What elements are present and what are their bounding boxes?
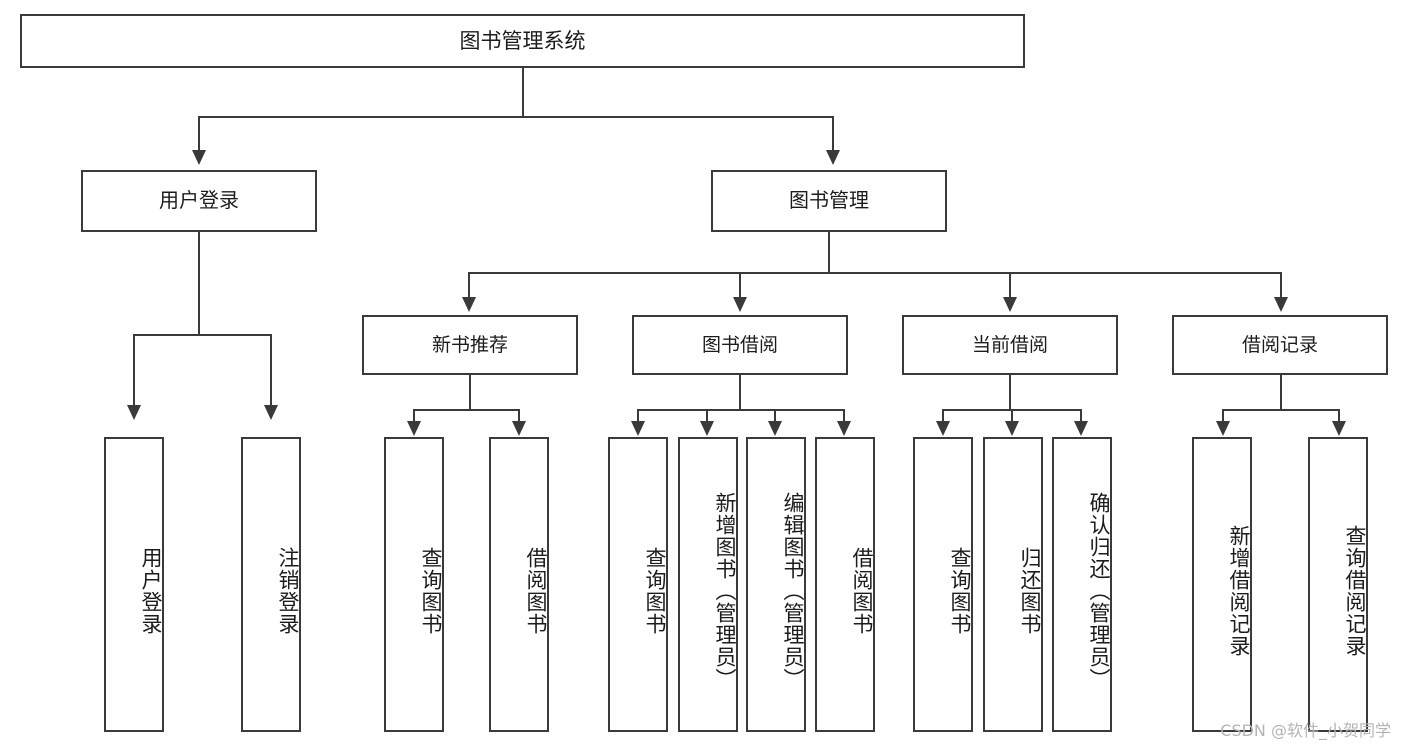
node-label: 当前借阅 bbox=[971, 333, 1048, 356]
connector-borrow-record-bus bbox=[1222, 409, 1338, 411]
leaf-book-borrow-edit-book-admin[interactable]: 编辑图书（管理员） bbox=[746, 437, 806, 732]
connector-bb-to-leaf-3 bbox=[774, 409, 776, 423]
node-new-book-recommend[interactable]: 新书推荐 bbox=[362, 315, 578, 375]
connector-bm-to-borrow-record bbox=[1280, 272, 1282, 299]
node-user-login[interactable]: 用户登录 bbox=[81, 170, 317, 232]
connector-nb-to-leaf-1 bbox=[413, 409, 415, 423]
leaf-book-borrow-query-book[interactable]: 查询图书 bbox=[608, 437, 668, 732]
node-label: 注销登录 bbox=[276, 546, 300, 635]
node-current-borrow[interactable]: 当前借阅 bbox=[902, 315, 1118, 375]
arrowhead-bm-to-new-book bbox=[462, 297, 476, 312]
connector-new-book-bus bbox=[413, 409, 518, 411]
connector-bm-to-new-book bbox=[468, 272, 470, 299]
node-label: 用户登录 bbox=[159, 188, 239, 213]
connector-current-borrow-stem bbox=[1009, 375, 1011, 411]
arrowhead-br-to-leaf-2 bbox=[1332, 421, 1346, 436]
connector-root-to-book-management bbox=[832, 116, 834, 153]
leaf-user-login-login[interactable]: 用户登录 bbox=[104, 437, 164, 732]
connector-new-book-stem bbox=[469, 375, 471, 411]
connector-user-login-stem bbox=[198, 232, 200, 336]
node-label: 图书管理 bbox=[789, 188, 869, 213]
arrowhead-bb-to-leaf-2 bbox=[700, 421, 714, 436]
connector-root-to-user-login bbox=[198, 116, 200, 153]
connector-borrow-record-stem bbox=[1280, 375, 1282, 411]
connector-book-borrow-stem bbox=[739, 375, 741, 411]
leaf-current-borrow-query-book[interactable]: 查询图书 bbox=[913, 437, 973, 732]
node-label: 查询图书 bbox=[643, 546, 667, 635]
connector-user-login-to-leaf-1 bbox=[133, 334, 135, 407]
node-book-management[interactable]: 图书管理 bbox=[711, 170, 947, 232]
node-label: 新增借阅记录 bbox=[1227, 524, 1251, 657]
node-label: 归还图书 bbox=[1018, 546, 1042, 635]
connector-bb-to-leaf-4 bbox=[843, 409, 845, 423]
node-borrow-record[interactable]: 借阅记录 bbox=[1172, 315, 1388, 375]
node-label: 用户登录 bbox=[139, 546, 163, 635]
connector-cb-to-leaf-1 bbox=[942, 409, 944, 423]
connector-book-management-stem bbox=[828, 232, 830, 274]
node-label: 确认归还（管理员） bbox=[1087, 491, 1111, 690]
connector-bb-to-leaf-1 bbox=[637, 409, 639, 423]
arrowhead-bb-to-leaf-3 bbox=[768, 421, 782, 436]
arrowhead-bb-to-leaf-4 bbox=[837, 421, 851, 436]
leaf-user-login-logout[interactable]: 注销登录 bbox=[241, 437, 301, 732]
leaf-new-book-query-book[interactable]: 查询图书 bbox=[384, 437, 444, 732]
leaf-borrow-record-query-record[interactable]: 查询借阅记录 bbox=[1308, 437, 1368, 732]
node-label: 借阅记录 bbox=[1241, 333, 1318, 356]
leaf-new-book-borrow-book[interactable]: 借阅图书 bbox=[489, 437, 549, 732]
leaf-current-borrow-confirm-return-admin[interactable]: 确认归还（管理员） bbox=[1052, 437, 1112, 732]
arrowhead-cb-to-leaf-1 bbox=[936, 421, 950, 436]
leaf-book-borrow-add-book-admin[interactable]: 新增图书（管理员） bbox=[678, 437, 738, 732]
node-label: 新增图书（管理员） bbox=[713, 491, 737, 690]
connector-book-borrow-bus bbox=[637, 409, 843, 411]
connector-cb-to-leaf-2 bbox=[1011, 409, 1013, 423]
leaf-book-borrow-borrow-book[interactable]: 借阅图书 bbox=[815, 437, 875, 732]
connector-bb-to-leaf-2 bbox=[706, 409, 708, 423]
connector-root-stem bbox=[522, 68, 524, 117]
arrowhead-bb-to-leaf-1 bbox=[631, 421, 645, 436]
node-label: 图书管理系统 bbox=[459, 28, 586, 53]
connector-cb-to-leaf-3 bbox=[1080, 409, 1082, 423]
arrowhead-bm-to-current-borrow bbox=[1003, 297, 1017, 312]
connector-bm-to-current-borrow bbox=[1009, 272, 1011, 299]
arrowhead-root-to-user-login bbox=[192, 150, 206, 165]
node-label: 借阅图书 bbox=[850, 546, 874, 635]
leaf-current-borrow-return-book[interactable]: 归还图书 bbox=[983, 437, 1043, 732]
connector-root-bus bbox=[198, 116, 834, 118]
node-label: 图书借阅 bbox=[701, 333, 778, 356]
connector-br-to-leaf-1 bbox=[1222, 409, 1224, 423]
arrowhead-bm-to-book-borrow bbox=[733, 297, 747, 312]
leaf-borrow-record-add-record[interactable]: 新增借阅记录 bbox=[1192, 437, 1252, 732]
arrowhead-user-login-to-leaf-2 bbox=[264, 405, 278, 420]
arrowhead-user-login-to-leaf-1 bbox=[127, 405, 141, 420]
node-label: 查询借阅记录 bbox=[1343, 524, 1367, 657]
connector-book-management-bus bbox=[468, 272, 1282, 274]
arrowhead-root-to-book-management bbox=[826, 150, 840, 165]
arrowhead-bm-to-borrow-record bbox=[1274, 297, 1288, 312]
arrowhead-nb-to-leaf-2 bbox=[512, 421, 526, 436]
arrowhead-br-to-leaf-1 bbox=[1216, 421, 1230, 436]
node-label: 编辑图书（管理员） bbox=[781, 491, 805, 690]
node-book-borrow[interactable]: 图书借阅 bbox=[632, 315, 848, 375]
node-root-book-management-system[interactable]: 图书管理系统 bbox=[20, 14, 1025, 68]
arrowhead-cb-to-leaf-3 bbox=[1074, 421, 1088, 436]
node-label: 查询图书 bbox=[948, 546, 972, 635]
node-label: 新书推荐 bbox=[431, 333, 508, 356]
connector-user-login-bus bbox=[133, 334, 270, 336]
node-label: 借阅图书 bbox=[524, 546, 548, 635]
node-label: 查询图书 bbox=[419, 546, 443, 635]
connector-bm-to-book-borrow bbox=[739, 272, 741, 299]
connector-user-login-to-leaf-2 bbox=[270, 334, 272, 407]
arrowhead-cb-to-leaf-2 bbox=[1005, 421, 1019, 436]
arrowhead-nb-to-leaf-1 bbox=[407, 421, 421, 436]
connector-br-to-leaf-2 bbox=[1338, 409, 1340, 423]
connector-nb-to-leaf-2 bbox=[518, 409, 520, 423]
